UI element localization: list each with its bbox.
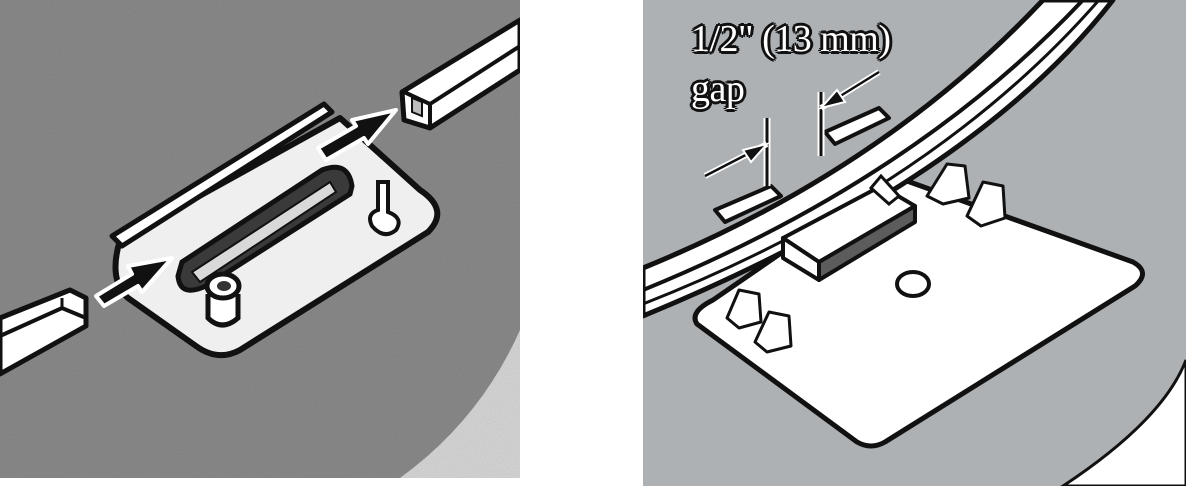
plate-hole (895, 270, 931, 298)
dark-insert (817, 204, 917, 282)
insert-arrow-left-to-right (94, 256, 174, 308)
gap-measurement-label: 1/2" (13 mm) (691, 18, 891, 60)
rail-connector-block (781, 173, 917, 282)
rail-segment-lower (0, 287, 89, 377)
plate-tab (725, 162, 1007, 354)
clip-post (204, 271, 242, 328)
rail-end-tab (713, 106, 891, 224)
left-panel (0, 0, 520, 478)
dimension-arrow-left (741, 142, 770, 164)
surface-highlight (400, 330, 520, 478)
gap-label: gap (691, 68, 745, 110)
rail-gap-illustration (643, 0, 1186, 486)
insert-arrow-right-to-left (316, 108, 398, 162)
right-panel: 1/2" (13 mm) gap (643, 0, 1186, 486)
mounting-clip (109, 101, 441, 359)
gap-dimension-lines (703, 69, 881, 186)
rail-segment-upper (399, 17, 520, 131)
clip-back-wall (109, 101, 335, 249)
clip-assembly-illustration (0, 0, 520, 478)
dimension-arrow-right (818, 88, 847, 110)
keyhole-notch (368, 180, 401, 237)
